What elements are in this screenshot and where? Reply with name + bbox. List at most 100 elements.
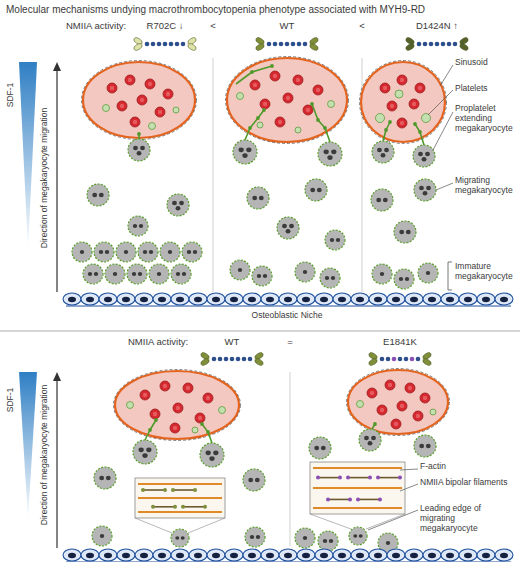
osteoblast-nucleus [428, 297, 436, 303]
myosin-tail [392, 357, 397, 362]
osteoblast-cell [495, 549, 513, 561]
cell-nucleus [246, 147, 251, 152]
red-blood-cell-center [394, 422, 398, 426]
proplatelet-bead [413, 122, 417, 126]
proplatelet-bead [323, 126, 327, 130]
direction-arrow [56, 70, 57, 292]
filament-head [346, 476, 350, 480]
cell-nucleus [146, 447, 151, 452]
red-blood-cell-center [286, 96, 290, 100]
megakaryocyte-cell [394, 269, 414, 289]
myosin-tail [398, 357, 403, 362]
platelet [357, 401, 364, 408]
myosin-tail [453, 42, 458, 47]
osteoblast-nucleus [392, 553, 400, 559]
osteoblast-cell [387, 293, 405, 305]
cell-nucleus [282, 224, 287, 228]
osteoblast-cell [261, 293, 279, 305]
osteoblast-cell [99, 549, 117, 561]
cell-nucleus [310, 188, 315, 192]
osteoblast-cell [171, 549, 189, 561]
osteoblast-nucleus [464, 297, 472, 303]
proplatelet-bead [270, 64, 274, 68]
proplatelet-bead [418, 130, 422, 134]
bipolar-filament [348, 477, 370, 479]
cell-nucleus [330, 238, 334, 242]
filament-head [398, 476, 402, 480]
platelet [237, 93, 244, 100]
sdf1-gradient [19, 62, 37, 250]
cell-nucleus [376, 198, 381, 202]
cell-nucleus [418, 152, 423, 156]
osteoblastic-niche [63, 293, 513, 306]
filament-head [376, 476, 380, 480]
megakaryocyte-cell [94, 467, 116, 489]
sinusoid-vessel [348, 370, 448, 434]
f-actin-filament [138, 483, 222, 485]
column-divider [290, 372, 291, 546]
filament-head [348, 497, 352, 501]
myosin-tail [404, 357, 409, 362]
bipolar-filament [378, 477, 400, 479]
comparison-sign: < [206, 21, 220, 32]
megakaryocyte-cell [233, 140, 257, 164]
red-blood-cell-center [166, 92, 170, 96]
proplatelet-bead [316, 118, 320, 122]
cell-nucleus [323, 539, 327, 543]
sinusoid-wall [226, 57, 349, 144]
osteoblast-nucleus [230, 553, 238, 559]
osteoblast-nucleus [104, 553, 112, 559]
variant-label: D1424N ↑ [402, 21, 472, 32]
cell-nucleus [406, 230, 411, 234]
red-blood-cell-center [253, 83, 257, 87]
comparison-sign: < [355, 21, 369, 32]
red-blood-cell-center [140, 98, 144, 102]
megakaryocyte-cell [200, 443, 224, 467]
sinusoid-vessel [227, 58, 347, 142]
megakaryocyte-cell [371, 189, 393, 211]
myosin-tail [212, 357, 217, 362]
sinusoid-wall [82, 61, 197, 140]
myosin-head [254, 357, 264, 366]
filament-head [203, 505, 207, 509]
cell-nucleus [303, 270, 307, 274]
megakaryocyte-cell [414, 435, 436, 457]
cell-nucleus [106, 476, 111, 480]
panel-frame [0, 58, 520, 546]
cell-nucleus [242, 153, 247, 158]
bipolar-filament [328, 499, 350, 501]
myosin-head [309, 42, 319, 51]
red-blood-cell [155, 107, 165, 117]
cell-nucleus [384, 148, 389, 152]
cell-nucleus [419, 444, 424, 448]
osteoblast-cell [135, 549, 153, 561]
myosin-head [459, 42, 469, 51]
sinusoid-wall [360, 61, 447, 144]
cell-nucleus [257, 274, 261, 278]
osteoblast-cell [279, 549, 297, 561]
cell-nucleus [252, 196, 257, 200]
filament-head [181, 505, 185, 509]
filament-head [326, 497, 330, 501]
megakaryocyte-cell [318, 531, 338, 551]
sinusoid-vessel [361, 62, 445, 142]
myosin-tail [291, 42, 296, 47]
osteoblast-nucleus [140, 297, 148, 303]
red-blood-cell [293, 75, 303, 85]
niche-line [66, 306, 511, 307]
red-blood-cell-center [128, 78, 132, 82]
cell-nucleus [425, 152, 430, 156]
osteoblast-cell [441, 549, 459, 561]
myosin-head [187, 42, 197, 51]
cell-nucleus [182, 272, 186, 276]
cell-nucleus [213, 450, 218, 455]
cell-nucleus [124, 250, 128, 254]
red-blood-cell [405, 383, 415, 393]
red-blood-cell-center [198, 416, 202, 420]
cell-nucleus [137, 151, 142, 155]
cell-nucleus [256, 535, 260, 539]
cell-nucleus [248, 478, 253, 482]
red-blood-cell [409, 99, 419, 109]
cell-nucleus [94, 272, 98, 276]
osteoblast-cell [117, 293, 135, 305]
